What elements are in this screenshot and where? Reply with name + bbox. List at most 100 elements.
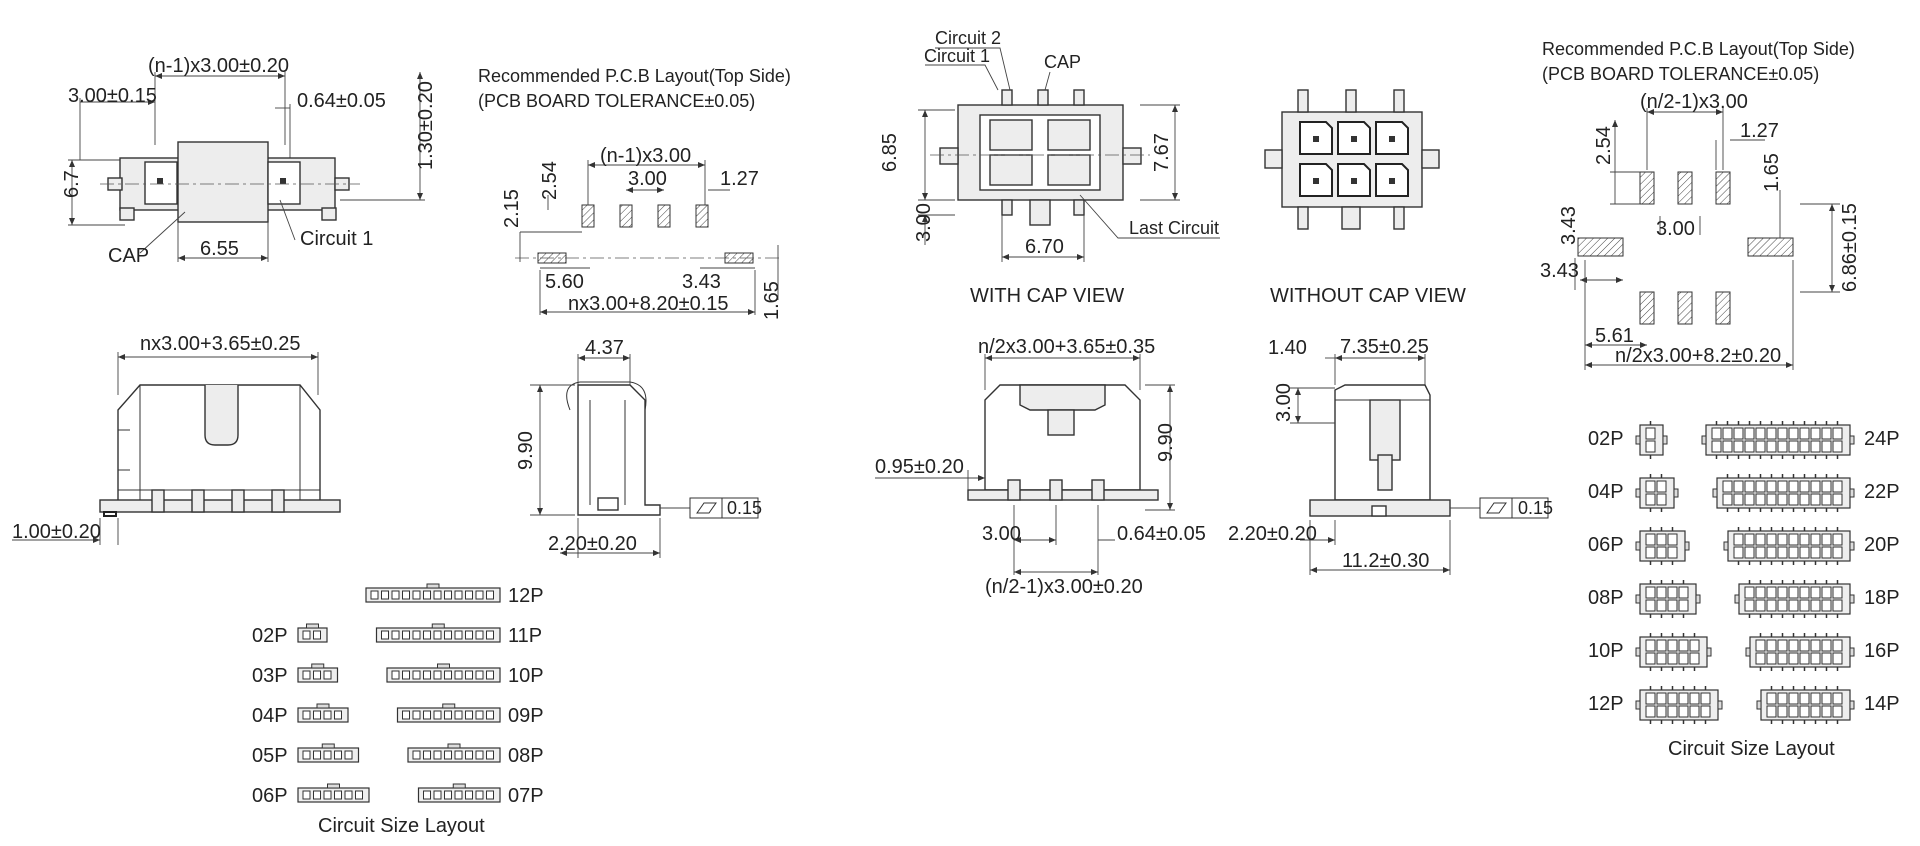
dim-3-00-cap: 3.00 (913, 203, 935, 242)
label-last-circuit: Last Circuit (1129, 218, 1219, 238)
cavity (1299, 121, 1333, 155)
dim-total: nx3.00+8.20±0.15 (568, 293, 729, 315)
flatness-value-2: 0.15 (1518, 498, 1553, 518)
dim-pitch-pcb: (n-1)x3.00 (600, 145, 691, 167)
label-circuit-1: Circuit 1 (300, 228, 373, 250)
dim-3-00-front: 3.00 (982, 523, 1021, 545)
connector-dual-18p (1734, 580, 1855, 618)
size-label-04p-r: 04P (1588, 481, 1624, 503)
dim-5-60: 5.60 (545, 271, 584, 293)
pcb-title-2: (PCB BOARD TOLERANCE±0.05) (478, 91, 755, 111)
left-front-view: nx3.00+3.65±0.25 1.00±0.20 (12, 333, 341, 545)
connector-dual-22p (1712, 474, 1855, 512)
right-pcb-layout: Recommended P.C.B Layout(Top Side) (PCB … (1540, 39, 1861, 370)
cavity (1299, 163, 1333, 197)
size-label-11p: 11P (508, 625, 542, 647)
dim-width: 6.7 (61, 170, 83, 198)
size-label-06p: 06P (252, 785, 288, 807)
size-label-12p-r: 12P (1588, 693, 1624, 715)
connector-dual-8p (1635, 580, 1701, 618)
label-cap-view: CAP (1044, 52, 1081, 72)
size-label-22p-r: 22P (1864, 481, 1900, 503)
caption-with-cap: WITH CAP VIEW (970, 285, 1124, 307)
size-label-07p: 07P (508, 785, 544, 807)
connector-dual-14p (1756, 686, 1855, 724)
dim-6-85: 6.85 (879, 133, 901, 172)
dim-2-54-right: 2.54 (1593, 126, 1615, 165)
size-label-14p-r: 14P (1864, 693, 1900, 715)
dim-2-20-side: 2.20±0.20 (1228, 523, 1317, 545)
label-cap: CAP (108, 245, 149, 267)
connector-7p (417, 783, 501, 803)
size-label-16p-r: 16P (1864, 640, 1900, 662)
dim-1-65-right: 1.65 (1761, 153, 1783, 192)
dim-3-43: 3.43 (682, 271, 721, 293)
left-circuit-sizes: 02P 03P 04P 05P 06P 12P 11P 10P 09P 08P … (252, 583, 544, 837)
connector-dual-10p (1635, 633, 1712, 671)
dim-3-00-side: 3.00 (1273, 383, 1295, 422)
dim-pitch: (n-1)x3.00±0.20 (148, 55, 289, 77)
label-circuit-2: Circuit 2 (935, 28, 1001, 48)
dim-2-15: 2.15 (501, 189, 523, 228)
without-cap-view: WITHOUT CAP VIEW (1264, 89, 1466, 307)
connector-dual-6p (1635, 527, 1690, 565)
with-cap-view: Circuit 2 Circuit 1 CAP 6.85 7.67 3.00 6… (879, 28, 1220, 307)
pcb-title-1: Recommended P.C.B Layout(Top Side) (478, 66, 791, 86)
dim-front-left-2: 0.95±0.20 (875, 456, 964, 478)
left-side-view: 4.37 9.90 2.20±0.20 0.15 (515, 337, 762, 558)
flatness-value: 0.15 (727, 498, 762, 518)
connector-2p (297, 623, 328, 643)
size-label-08p-r: 08P (1588, 587, 1624, 609)
dim-3-43-a: 3.43 (1558, 206, 1580, 245)
connector-8p (407, 743, 501, 763)
size-label-06p-r: 06P (1588, 534, 1624, 556)
caption-without-cap: WITHOUT CAP VIEW (1270, 285, 1466, 307)
connector-12p (365, 583, 501, 603)
dim-height: 1.30±0.20 (415, 81, 437, 170)
size-label-24p-r: 24P (1864, 428, 1900, 450)
dim-3-00-right: 3.00 (1656, 218, 1695, 240)
size-caption-left: Circuit Size Layout (318, 815, 485, 837)
connector-dual-2p (1635, 421, 1668, 459)
dim-0-64-front: 0.64±0.05 (1117, 523, 1206, 545)
size-label-12p: 12P (508, 585, 544, 607)
cavity (1337, 163, 1371, 197)
right-front-view: n/2x3.00+3.65±0.35 0.95±0.20 9.90 3.00 0… (875, 336, 1206, 598)
right-side-view: 1.40 7.35±0.25 3.00 2.20±0.20 11.2±0.30 … (1228, 336, 1553, 575)
size-label-10p-r: 10P (1588, 640, 1624, 662)
size-label-18p-r: 18P (1864, 587, 1900, 609)
dim-2-20: 2.20±0.20 (548, 533, 637, 555)
connector-dual-16p (1745, 633, 1855, 671)
size-label-02p-r: 02P (1588, 428, 1624, 450)
dim-2-54: 2.54 (539, 161, 561, 200)
size-label-02p: 02P (252, 625, 288, 647)
dim-6-70: 6.70 (1025, 236, 1064, 258)
size-label-05p: 05P (252, 745, 288, 767)
connector-4p (297, 703, 349, 723)
connector-dual-4p (1635, 474, 1679, 512)
dim-3-43-b: 3.43 (1540, 260, 1579, 282)
cavity (1337, 121, 1371, 155)
cavity (1375, 163, 1409, 197)
pcb-title-4: (PCB BOARD TOLERANCE±0.05) (1542, 64, 1819, 84)
dim-9-90-b: 9.90 (1155, 423, 1177, 462)
dim-5-61: 5.61 (1595, 325, 1634, 347)
size-caption-right: Circuit Size Layout (1668, 738, 1835, 760)
connector-dual-20p (1723, 527, 1855, 565)
left-pcb-layout: Recommended P.C.B Layout(Top Side) (PCB … (478, 66, 791, 320)
pcb-title-3: Recommended P.C.B Layout(Top Side) (1542, 39, 1855, 59)
dim-3-00-pcb: 3.00 (628, 168, 667, 190)
connector-5p (297, 743, 360, 763)
size-label-04p: 04P (252, 705, 288, 727)
connector-3p (297, 663, 339, 683)
connector-dual-12p (1635, 686, 1723, 724)
connector-dual-24p (1701, 421, 1855, 459)
dim-1-65: 1.65 (761, 281, 783, 320)
label-circuit-1-cap: Circuit 1 (924, 46, 990, 66)
right-circuit-sizes: 02P 04P 06P 08P 10P 12P 24P 22P 20P 18P … (1588, 421, 1900, 760)
dim-front-top-2: n/2x3.00+3.65±0.35 (978, 336, 1155, 358)
dim-4-37: 4.37 (585, 337, 624, 359)
dim-1-40: 1.40 (1268, 337, 1307, 359)
dim-1-27: 1.27 (720, 168, 759, 190)
